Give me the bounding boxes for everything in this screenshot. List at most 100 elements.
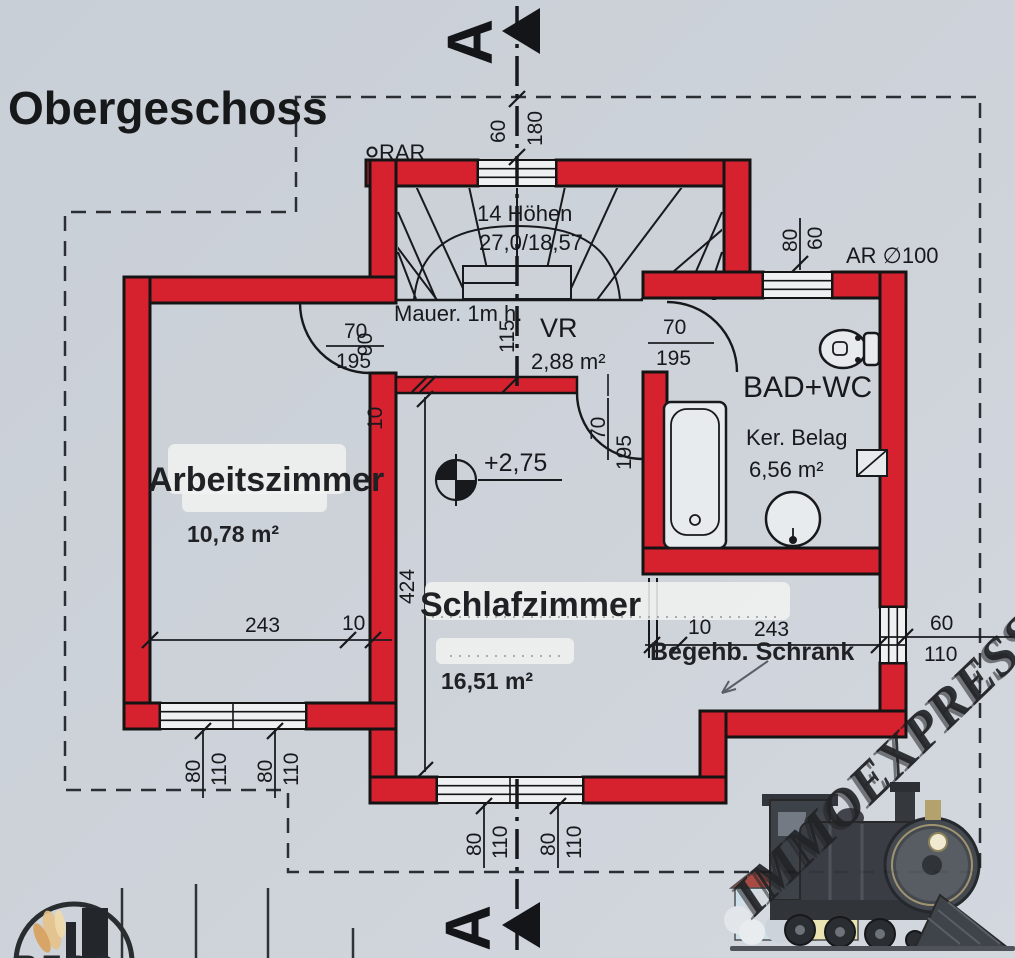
duct-symbol bbox=[856, 449, 888, 477]
room-vr: VR 2,88 m² bbox=[531, 313, 609, 396]
door-schlafzimmer bbox=[575, 392, 644, 461]
svg-text:Arbeitszimmer: Arbeitszimmer bbox=[148, 461, 384, 499]
dimension-label: 60 bbox=[930, 612, 953, 635]
section-marker-top: A bbox=[434, 8, 540, 65]
dimension-label: 80 bbox=[537, 833, 560, 856]
dimension-tick bbox=[411, 375, 429, 393]
stair-tread bbox=[468, 188, 495, 300]
dimension-label: 60 bbox=[804, 227, 827, 250]
toilet bbox=[818, 328, 881, 370]
bathtub bbox=[662, 400, 728, 550]
room-begehbarer-schrank: Begehb. Schrank bbox=[650, 638, 854, 694]
correction-patches bbox=[168, 444, 790, 664]
dimension-tick bbox=[643, 636, 661, 654]
svg-text:27,0/18,57: 27,0/18,57 bbox=[479, 230, 583, 255]
annotation-parapet: Mauer. 1m h. bbox=[394, 301, 522, 326]
level-marker bbox=[434, 454, 562, 506]
logo-circle bbox=[13, 901, 135, 958]
dimension-label: 110 bbox=[563, 826, 586, 859]
dimension-label: 80 bbox=[463, 833, 486, 856]
bath-fixtures bbox=[662, 328, 888, 550]
dimension-label: 243 bbox=[245, 614, 280, 637]
dimension-tick bbox=[339, 631, 357, 649]
dimension-tick bbox=[364, 631, 382, 649]
titleblock-ticks bbox=[120, 884, 355, 958]
walls bbox=[122, 158, 908, 805]
dimension-tick bbox=[501, 376, 519, 394]
annotation-rar: RAR bbox=[366, 140, 425, 165]
svg-text:16,51 m²: 16,51 m² bbox=[441, 668, 533, 694]
door-arbeitszimmer bbox=[298, 302, 371, 375]
window-schrank-east bbox=[879, 606, 907, 664]
dimension-tick bbox=[419, 375, 437, 393]
section-arrow-top bbox=[502, 8, 540, 54]
dimension-label: 115 bbox=[496, 320, 519, 353]
dimension-label: 195 bbox=[336, 350, 371, 373]
closet-arrow bbox=[721, 680, 737, 694]
svg-text:A: A bbox=[434, 19, 506, 65]
room-arbeitszimmer: Arbeitszimmer 10,78 m² bbox=[148, 461, 384, 547]
doors bbox=[298, 300, 739, 461]
headlight bbox=[928, 832, 948, 852]
dimension-label: 70 bbox=[663, 316, 686, 339]
annotation-vent: AR ∅100 bbox=[846, 243, 939, 268]
dimension-tick bbox=[475, 797, 493, 815]
sink bbox=[764, 490, 822, 548]
dimension-tick bbox=[791, 255, 809, 273]
dimension-label: 80 bbox=[779, 229, 802, 252]
room-bad-wc: BAD+WC Ker. Belag 6,56 m² bbox=[743, 371, 872, 482]
dimension-label: 195 bbox=[656, 347, 691, 370]
svg-text:10,78 m²: 10,78 m² bbox=[187, 521, 279, 547]
stair-tread bbox=[398, 246, 439, 300]
section-marker-bottom: A bbox=[432, 902, 540, 951]
dimension-tick bbox=[416, 390, 434, 408]
stair-tread bbox=[595, 188, 683, 300]
locomotive-illustration bbox=[730, 782, 1015, 951]
dimension-tick bbox=[194, 722, 212, 740]
dimension-label: 10 bbox=[364, 407, 387, 430]
svg-text:VR: VR bbox=[540, 313, 578, 343]
svg-text:Schlafzimmer: Schlafzimmer bbox=[420, 586, 641, 624]
dimension-tick bbox=[416, 761, 434, 779]
dimension-label: 110 bbox=[924, 643, 957, 666]
dimension-label: 243 bbox=[754, 618, 789, 641]
dimension-label: 90 bbox=[354, 333, 377, 356]
stair-tread bbox=[638, 228, 722, 300]
section-arrow-bottom bbox=[502, 902, 540, 948]
window-arbeitszimmer-south bbox=[159, 702, 307, 730]
svg-text:Ker. Belag: Ker. Belag bbox=[746, 425, 848, 450]
dimension-label: 70 bbox=[587, 417, 610, 440]
window-schlafzimmer-south bbox=[436, 776, 584, 804]
page-title: Obergeschoss bbox=[8, 82, 328, 134]
dimension-label: 80 bbox=[254, 760, 277, 783]
stair-tread bbox=[415, 188, 470, 300]
ground-floor-outline-dashed bbox=[63, 95, 982, 874]
stair-tread bbox=[539, 188, 566, 300]
dimension-label: 80 bbox=[182, 760, 205, 783]
dimension-label: 10 bbox=[688, 616, 711, 639]
window-bath-top bbox=[762, 271, 833, 299]
dimension-label: 110 bbox=[280, 753, 303, 786]
dimension-tick bbox=[896, 628, 914, 646]
door-bad bbox=[666, 300, 739, 373]
svg-text:2,88 m²: 2,88 m² bbox=[531, 349, 606, 374]
svg-text:RAR: RAR bbox=[379, 140, 425, 165]
dimension-label: 110 bbox=[208, 753, 231, 786]
stair-tread bbox=[564, 188, 619, 300]
svg-text:A: A bbox=[432, 905, 504, 951]
svg-text:14 Höhen: 14 Höhen bbox=[477, 201, 572, 226]
dimension-tick bbox=[549, 797, 567, 815]
annotation-level: +2,75 bbox=[484, 449, 547, 477]
dimension-tick bbox=[870, 636, 888, 654]
dimension-label: 10 bbox=[342, 612, 365, 635]
company-logo: BERO bbox=[13, 901, 135, 958]
svg-text:BAD+WC: BAD+WC bbox=[743, 371, 872, 404]
dimension-tick bbox=[266, 722, 284, 740]
dimension-label: 180 bbox=[524, 111, 547, 146]
dimension-tick bbox=[508, 148, 526, 166]
dimension-label: 70 bbox=[344, 320, 367, 343]
dimension-tick bbox=[508, 90, 526, 108]
